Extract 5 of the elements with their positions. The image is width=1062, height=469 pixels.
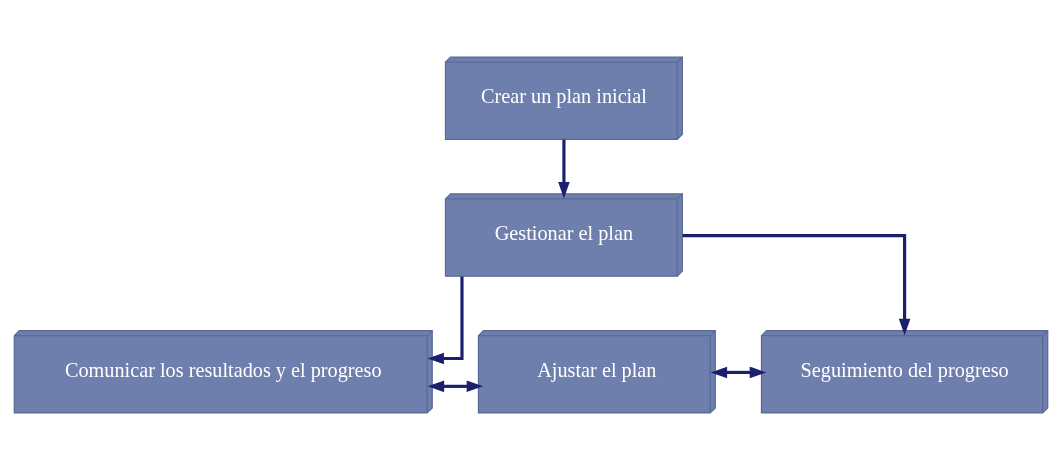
arrow	[682, 233, 911, 335]
arrow	[558, 139, 570, 199]
arrow	[710, 366, 767, 378]
arrow	[427, 380, 484, 392]
arrow	[427, 275, 464, 364]
